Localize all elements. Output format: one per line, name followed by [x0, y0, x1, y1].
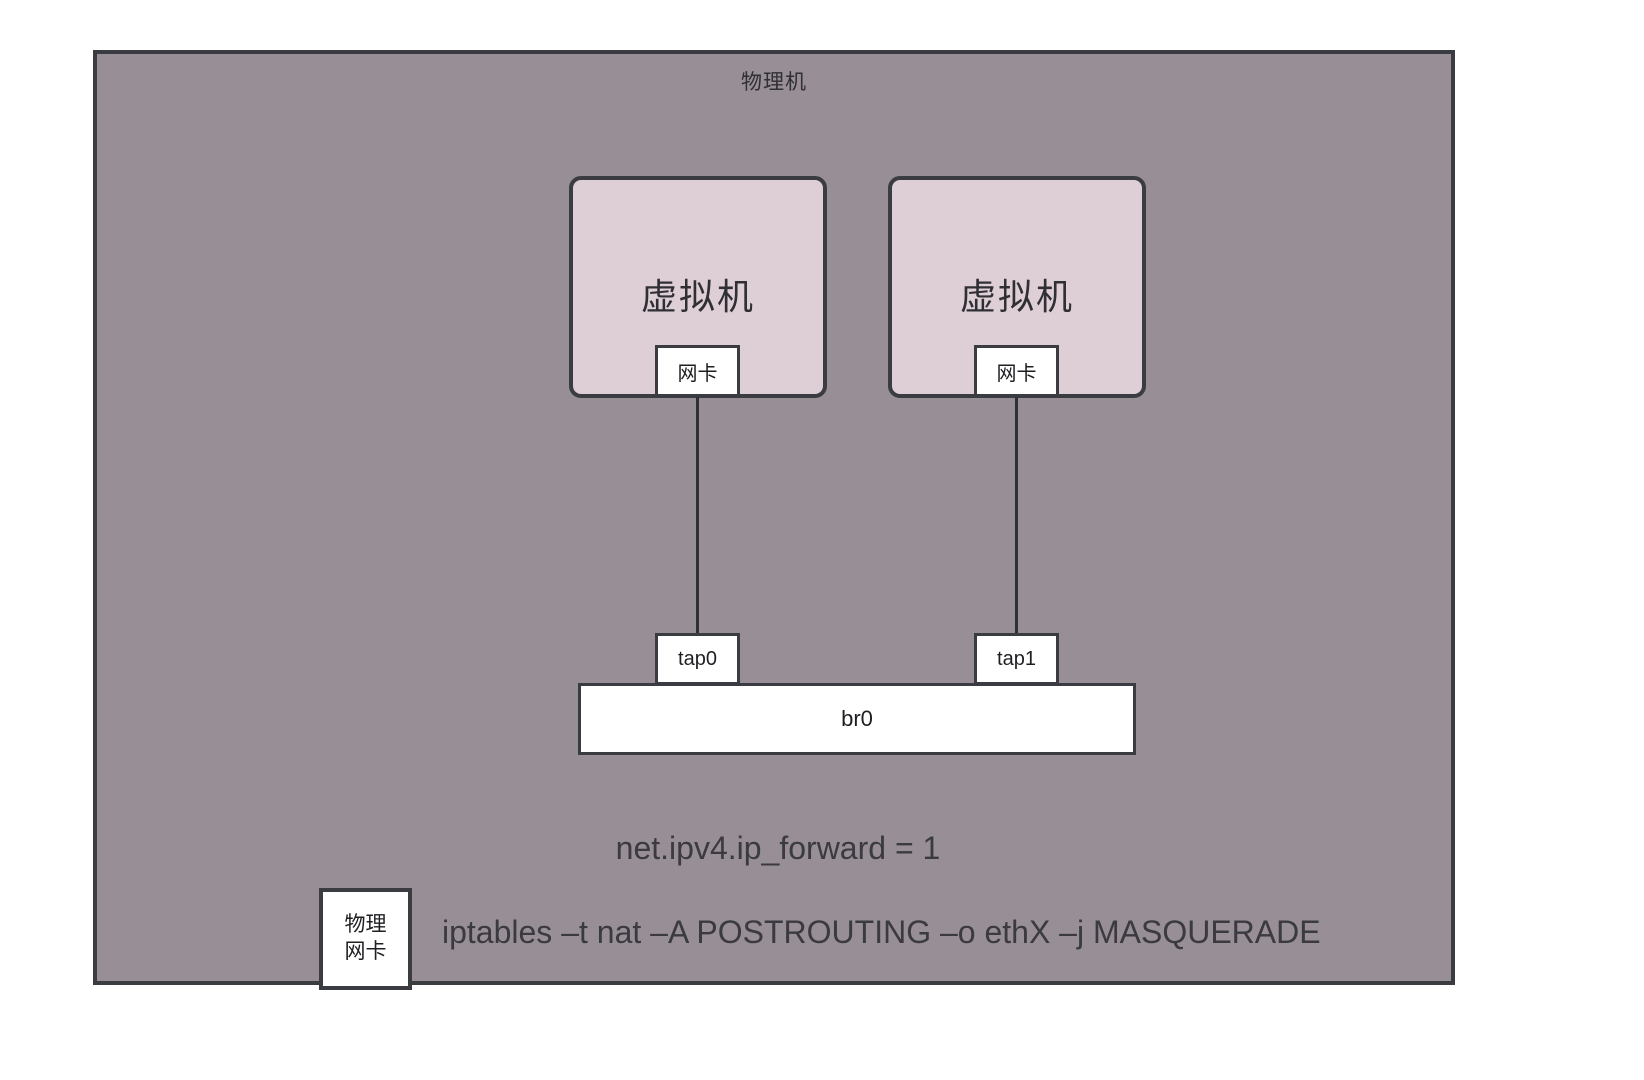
- sysctl-ip-forward-text: net.ipv4.ip_forward = 1: [615, 830, 941, 866]
- vm-label-1: 虚拟机: [640, 276, 755, 317]
- physical-nic-line-2: 网卡: [344, 940, 387, 963]
- physical-nic-line-1: 物理: [344, 913, 387, 937]
- physical-machine-title: 物理机: [741, 71, 807, 94]
- vm-nic-box-2: 网卡: [974, 345, 1059, 397]
- vm-label-2: 虚拟机: [959, 276, 1074, 317]
- tap0-box: tap0: [655, 633, 740, 685]
- connector-line-nic2-tap1: [1015, 397, 1018, 637]
- physical-machine-container: 物理机 虚拟机 虚拟机 网卡 网卡 tap0 tap1 br0 net.ipv4…: [93, 50, 1455, 990]
- physical-nic-box: 物理 网卡: [319, 888, 412, 990]
- vm-nic-box-1: 网卡: [655, 345, 740, 397]
- connector-line-nic1-tap0: [696, 397, 699, 637]
- bridge-br0-box: br0: [578, 683, 1136, 755]
- tap1-box: tap1: [974, 633, 1059, 685]
- iptables-command-text: iptables –t nat –A POSTROUTING –o ethX –…: [442, 914, 1321, 950]
